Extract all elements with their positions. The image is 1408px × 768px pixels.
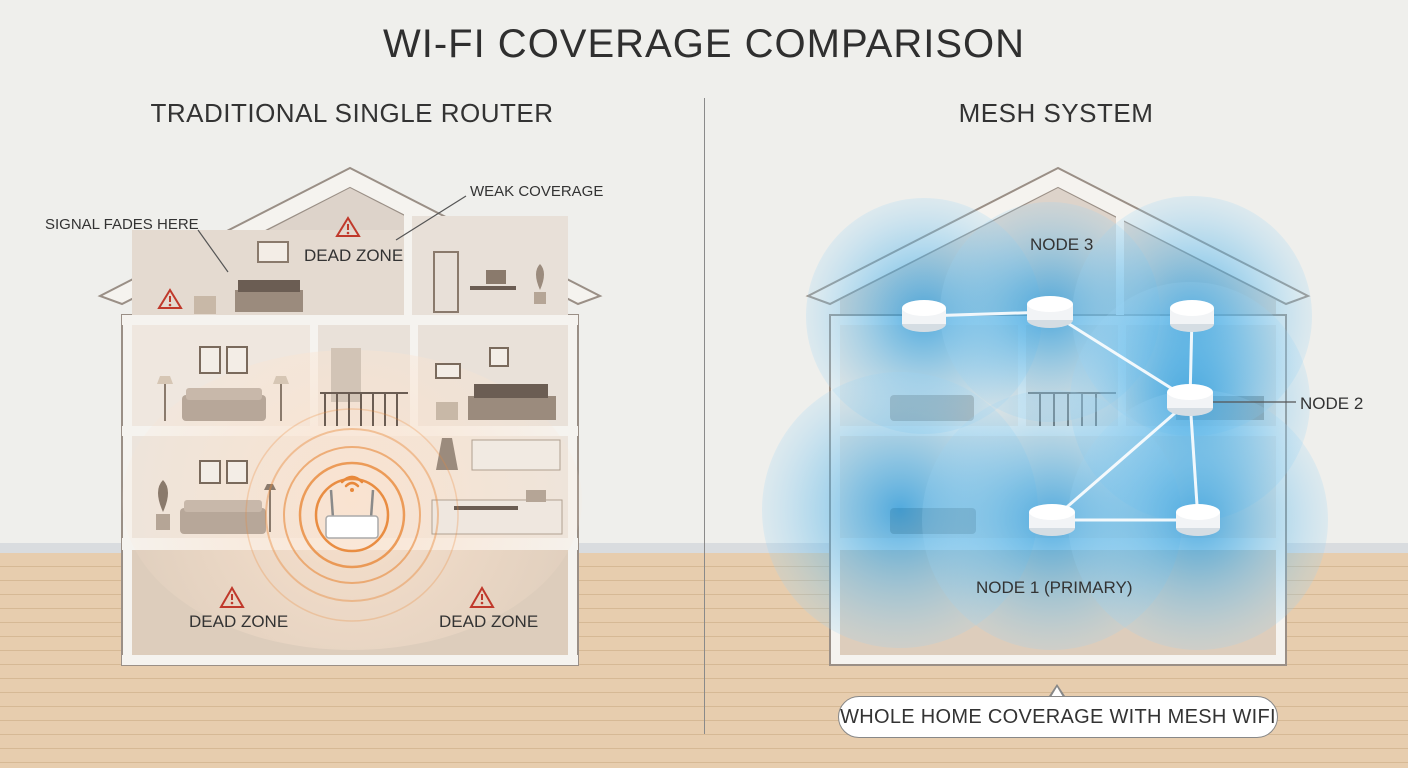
weak-coverage-leader [395,195,467,241]
warning-icon [157,288,183,309]
weak-coverage-label: WEAK COVERAGE [470,183,604,200]
right-panel-heading: MESH SYSTEM [958,98,1154,128]
router-signal-waves [245,408,459,622]
warning-icon [469,586,495,608]
mesh-node-icon [1167,384,1213,416]
signal-fades-label: SIGNAL FADES HERE [45,216,199,233]
node-1-label: NODE 1 (PRIMARY) [976,578,1133,597]
dead-zone-label: DEAD ZONE [439,612,539,631]
mesh-node-icon [1176,504,1220,536]
node-3-label: NODE 3 [1030,235,1094,254]
signal-fades-leader [197,229,229,273]
router-icon [325,489,379,539]
ground-floor-furniture [156,438,563,535]
dead-zone-label: DEAD ZONE [189,612,289,631]
panel-divider [704,98,705,734]
warning-icon [335,216,361,237]
mesh-node-icon [1170,300,1214,332]
callout-pointer-inner [1051,687,1063,697]
mesh-node-icon [902,300,946,332]
node-2-label: NODE 2 [1300,394,1364,413]
dead-zone-label: DEAD ZONE [304,246,404,265]
wifi-icon [340,475,364,492]
left-panel-heading: TRADITIONAL SINGLE ROUTER [150,98,554,128]
page-title: WI-FI COVERAGE COMPARISON [382,22,1026,66]
warning-icon [219,586,245,608]
second-floor-furniture [157,346,556,426]
mesh-coverage-callout: WHOLE HOME COVERAGE WITH MESH WIFI [838,696,1278,738]
mesh-node-icon [1029,504,1075,536]
mesh-node-icon [1027,296,1073,328]
attic-furniture [194,241,546,314]
